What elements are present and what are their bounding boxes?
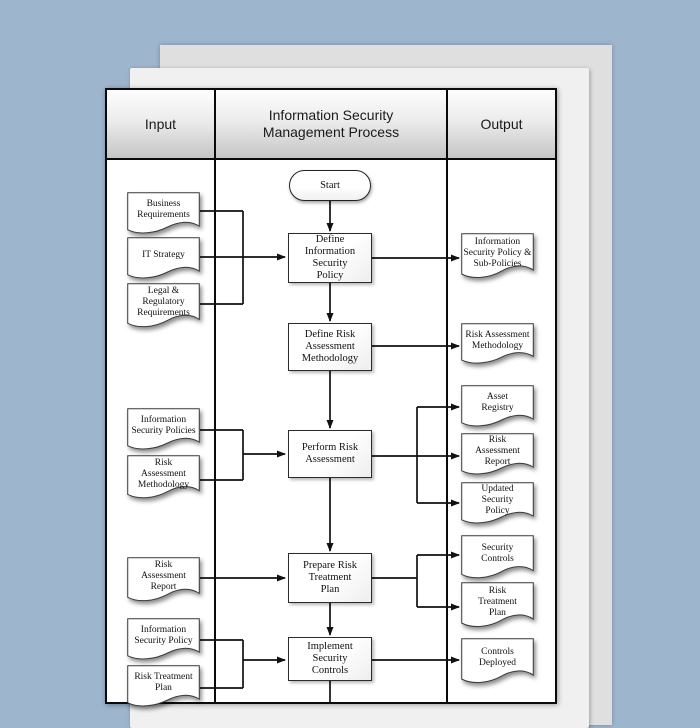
header-cell-process: Information Security Management Process [216,90,448,158]
column-divider-left [214,160,216,704]
document-shape-icon [461,385,534,431]
process-implement-security-controls: Implement Security Controls [288,637,372,681]
column-divider-right [446,160,448,704]
desktop-background: { "canvas": { "background_color": "#9db5… [105,45,612,728]
document-shape-icon [461,482,534,528]
document-shape-icon [461,433,534,479]
process-prepare-risk-treatment-plan: Prepare Risk Treatment Plan [288,553,372,603]
document-shape-icon [127,283,200,332]
document-shape-icon [127,455,200,503]
input-doc-risk-assessment-methodology: Risk Assessment Methodology [127,455,200,503]
document-shape-icon [127,557,200,606]
document-shape-icon [461,323,534,368]
document-shape-icon [461,233,534,283]
document-shape-icon [461,582,534,632]
document-shape-icon [127,618,200,664]
input-doc-it-strategy: IT Strategy [127,237,200,283]
input-doc-risk-assessment-report: Risk Assessment Report [127,557,200,606]
header-cell-input: Input [107,90,216,158]
document-shape-icon [461,535,534,583]
output-doc-risk-treatment-plan: Risk Treatment Plan [461,582,534,632]
document-shape-icon [127,192,200,238]
connector-lines [200,201,460,704]
table-header-row: Input Information Security Management Pr… [107,90,555,160]
document-shape-icon [461,638,534,688]
header-cell-output: Output [448,90,555,158]
output-doc-risk-assessment-methodology: Risk Assessment Methodology [461,323,534,368]
process-define-risk-assessment-methodology: Define Risk Assessment Methodology [288,323,372,371]
output-doc-controls-deployed: Controls Deployed [461,638,534,688]
start-node: Start [289,170,371,201]
input-doc-business-requirements: Business Requirements [127,192,200,238]
document-shape-icon [127,408,200,454]
document-sheet: Input Information Security Management Pr… [105,88,557,704]
input-doc-legal-regulatory-requirements: Legal & Regulatory Requirements [127,283,200,332]
output-doc-security-controls: Security Controls [461,535,534,583]
output-doc-risk-assessment-report: Risk Assessment Report [461,433,534,479]
document-shape-icon [127,237,200,283]
process-define-information-security-policy: Define Information Security Policy [288,233,372,283]
input-doc-risk-treatment-plan: Risk Treatment Plan [127,665,200,711]
input-doc-information-security-policies: Information Security Policies [127,408,200,454]
output-doc-asset-registry: Asset Registry [461,385,534,431]
output-doc-information-security-policy-sub-policies: Information Security Policy & Sub-Polici… [461,233,534,283]
output-doc-updated-security-policy: Updated Security Policy [461,482,534,528]
input-doc-information-security-policy: Information Security Policy [127,618,200,664]
process-perform-risk-assessment: Perform Risk Assessment [288,430,372,478]
